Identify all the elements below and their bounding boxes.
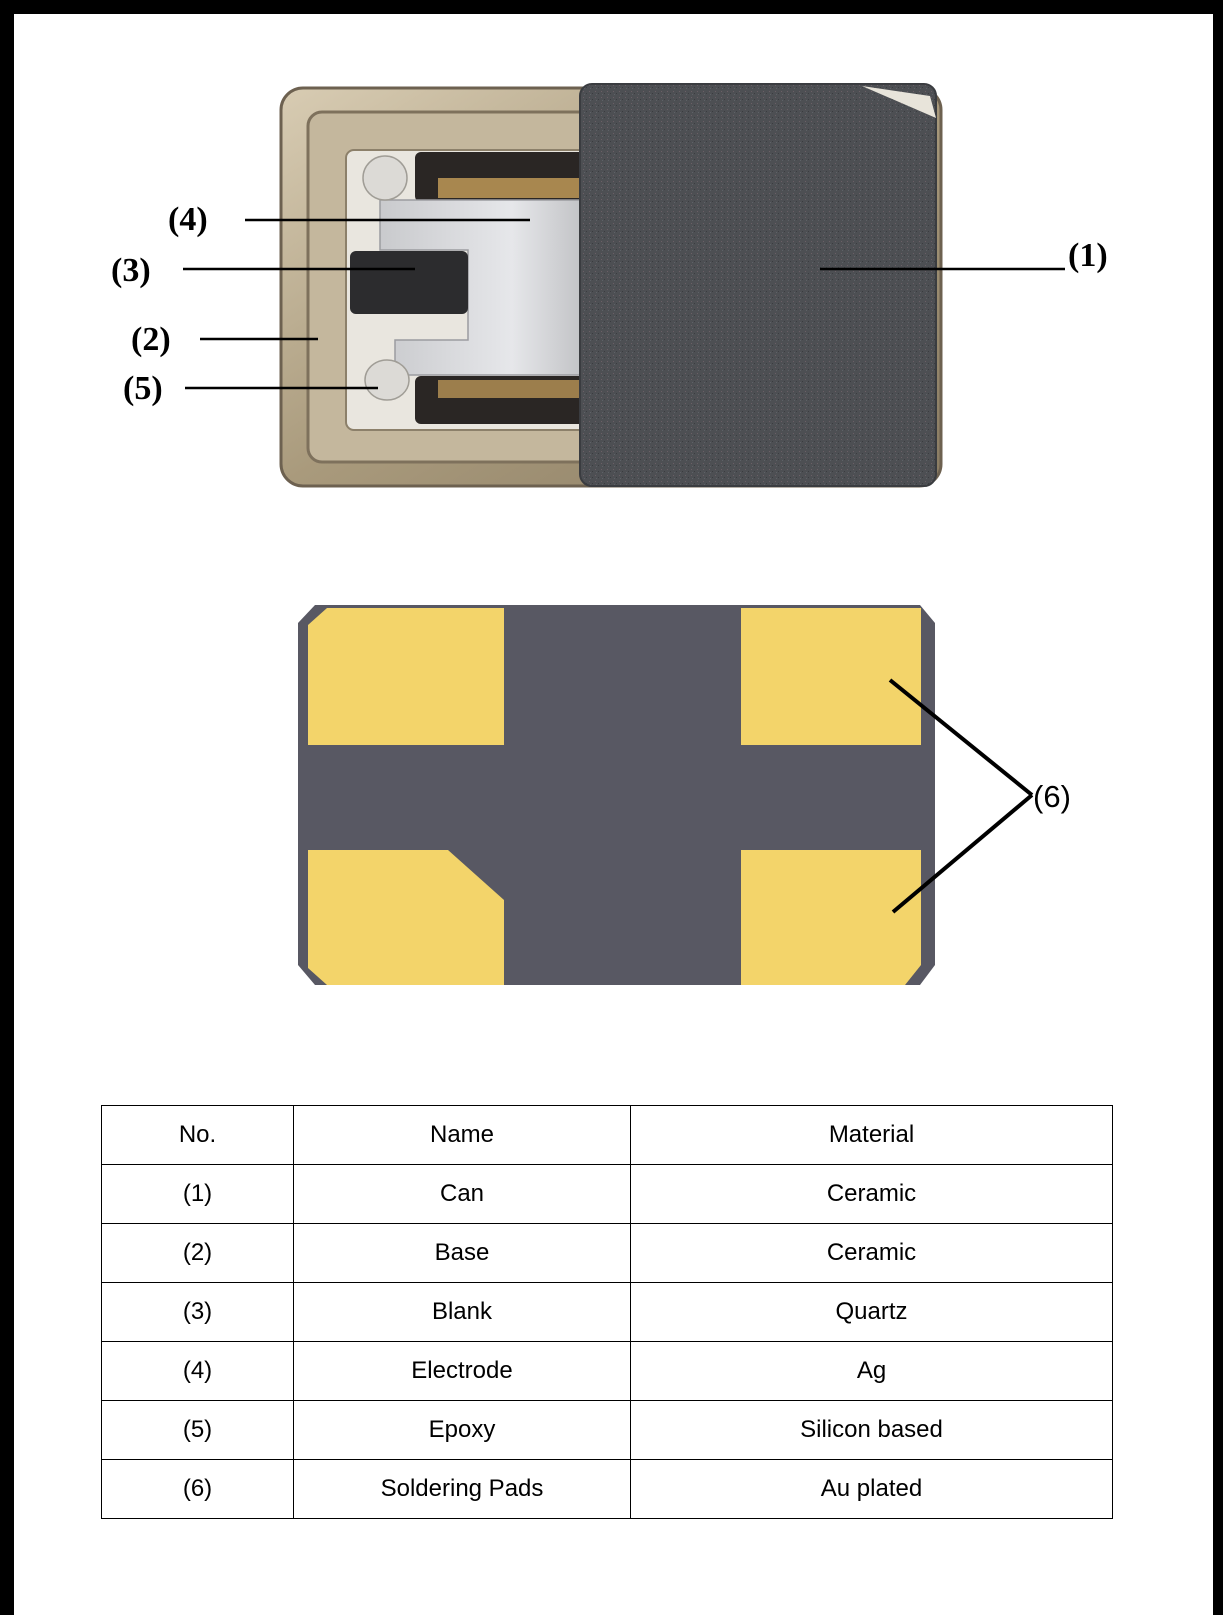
callout-3: (3) bbox=[111, 252, 151, 289]
leader-line-6-upper bbox=[888, 678, 1034, 797]
table-row: (3) Blank Quartz bbox=[101, 1282, 1113, 1342]
callout-6: (6) bbox=[1033, 779, 1071, 814]
leader-line-6-lower bbox=[891, 793, 1034, 914]
cell-no: (4) bbox=[101, 1341, 294, 1401]
cell-name: Electrode bbox=[293, 1341, 631, 1401]
header-no: No. bbox=[101, 1105, 294, 1165]
cell-material: Silicon based bbox=[630, 1400, 1113, 1460]
table-row: (5) Epoxy Silicon based bbox=[101, 1400, 1113, 1460]
cell-name: Soldering Pads bbox=[293, 1459, 631, 1519]
cell-name: Blank bbox=[293, 1282, 631, 1342]
table-row: (1) Can Ceramic bbox=[101, 1164, 1113, 1224]
parts-table: No. Name Material (1) Can Ceramic (2) Ba… bbox=[101, 1105, 1113, 1519]
electrode-pad-top-gold bbox=[438, 178, 588, 198]
top-leader-lines bbox=[183, 218, 1065, 390]
cell-no: (1) bbox=[101, 1164, 294, 1224]
table-header-row: No. Name Material bbox=[101, 1105, 1113, 1165]
epoxy-top bbox=[362, 155, 408, 201]
cell-name: Can bbox=[293, 1164, 631, 1224]
top-view-package bbox=[279, 83, 943, 488]
callout-1: (1) bbox=[1068, 237, 1108, 274]
callout-2: (2) bbox=[131, 321, 171, 358]
cell-no: (6) bbox=[101, 1459, 294, 1519]
callout-5: (5) bbox=[123, 370, 163, 407]
cell-no: (3) bbox=[101, 1282, 294, 1342]
lid-corner-highlight bbox=[862, 86, 936, 118]
pad-top-right bbox=[741, 608, 921, 745]
cell-material: Ag bbox=[630, 1341, 1113, 1401]
ceramic-lid bbox=[579, 83, 937, 487]
table-row: (2) Base Ceramic bbox=[101, 1223, 1113, 1283]
header-name: Name bbox=[293, 1105, 631, 1165]
bottom-view-package bbox=[298, 605, 935, 985]
cell-name: Epoxy bbox=[293, 1400, 631, 1460]
callout-4: (4) bbox=[168, 201, 208, 238]
header-material: Material bbox=[630, 1105, 1113, 1165]
cell-name: Base bbox=[293, 1223, 631, 1283]
cell-no: (5) bbox=[101, 1400, 294, 1460]
cell-material: Au plated bbox=[630, 1459, 1113, 1519]
cell-no: (2) bbox=[101, 1223, 294, 1283]
table-row: (6) Soldering Pads Au plated bbox=[101, 1459, 1113, 1519]
cell-material: Ceramic bbox=[630, 1164, 1113, 1224]
pad-bottom-left bbox=[308, 850, 504, 985]
pad-top-left bbox=[308, 608, 504, 745]
electrode-pad-bottom-gold bbox=[438, 380, 588, 398]
bottom-leader-lines bbox=[888, 678, 1034, 914]
table-row: (4) Electrode Ag bbox=[101, 1341, 1113, 1401]
epoxy-bottom bbox=[364, 359, 410, 401]
cell-material: Ceramic bbox=[630, 1223, 1113, 1283]
cell-material: Quartz bbox=[630, 1282, 1113, 1342]
quartz-blank bbox=[350, 251, 468, 314]
pad-bottom-right bbox=[741, 850, 921, 985]
